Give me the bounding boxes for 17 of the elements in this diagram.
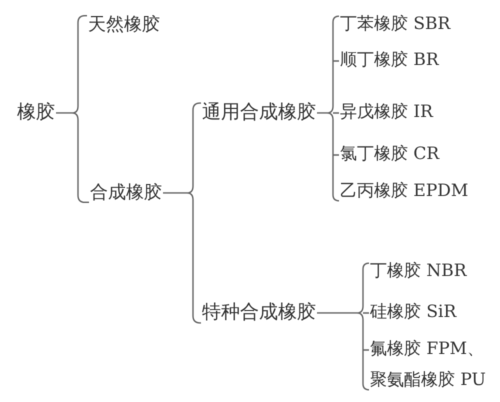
curly-brace [316, 16, 340, 202]
category-label: 橡胶 [17, 102, 55, 124]
category-label: 乙丙橡胶 EPDM [340, 182, 468, 202]
category-label: 聚氨酯橡胶 PU [370, 371, 486, 391]
category-label: 丁橡胶 NBR [370, 262, 467, 282]
category-label: 氟橡胶 FPM、 [370, 340, 484, 360]
category-label: 氯丁橡胶 CR [340, 145, 440, 165]
category-label: 丁苯橡胶 SBR [340, 15, 450, 35]
category-label: 特种合成橡胶 [202, 302, 316, 324]
category-label: 顺丁橡胶 BR [340, 51, 439, 71]
category-label: 异戊橡胶 IR [340, 103, 433, 123]
category-label: 硅橡胶 SiR [370, 303, 456, 323]
category-label: 通用合成橡胶 [202, 102, 316, 124]
curly-brace [316, 262, 370, 390]
category-label: 合成橡胶 [90, 182, 162, 204]
category-label: 天然橡胶 [88, 14, 160, 36]
curly-brace [162, 102, 202, 324]
